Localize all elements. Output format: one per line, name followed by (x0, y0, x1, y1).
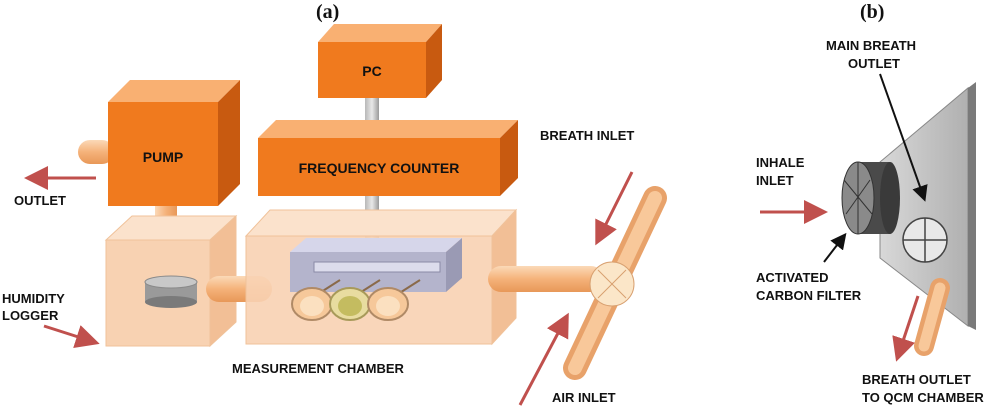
measurement-chamber-label: MEASUREMENT CHAMBER (232, 361, 405, 376)
inhale-inlet-label-1: INHALE (756, 155, 805, 170)
breath-outlet-qcm-label-1: BREATH OUTLET (862, 372, 971, 387)
pump-box: PUMP (108, 80, 240, 206)
humidity-sensor (144, 275, 198, 308)
breath-mask (879, 82, 976, 330)
breath-outlet-qcm-label-2: TO QCM CHAMBER (862, 390, 984, 405)
chamber-valve-tube (488, 266, 604, 292)
panel-a-label: (a) (316, 1, 339, 23)
pc-box: PC (318, 24, 442, 98)
pump-label: PUMP (143, 149, 183, 165)
humidity-inlet-arrow (43, 324, 100, 348)
frequency-counter-box: FREQUENCY COUNTER (258, 120, 518, 196)
three-way-valve (589, 261, 635, 307)
activated-carbon-filter-label-1: ACTIVATED (756, 270, 828, 285)
panel-b-label: (b) (860, 1, 884, 23)
breath-outlet-qcm-arrow (892, 295, 920, 362)
breath-inlet-label: BREATH INLET (540, 128, 634, 143)
air-inlet-label: AIR INLET (552, 390, 616, 405)
pump-outlet-tube (78, 140, 114, 164)
frequency-counter-label: FREQUENCY COUNTER (299, 160, 460, 176)
inhale-inlet-label-2: INLET (756, 173, 794, 188)
outlet-label: OUTLET (14, 193, 66, 208)
qcm-outlet-tube (914, 278, 950, 356)
main-breath-outlet-label-2: OUTLET (848, 56, 900, 71)
main-breath-outlet-pointer (879, 73, 928, 202)
main-breath-outlet-label-1: MAIN BREATH (826, 38, 916, 53)
carbon-filter-pointer (823, 232, 847, 263)
sensor-holder (290, 238, 462, 292)
carbon-filter (841, 161, 900, 235)
qcm-crystal-3 (367, 279, 421, 321)
humidity-logger-label-2: LOGGER (2, 308, 59, 323)
qcm-crystal-2 (329, 279, 381, 321)
humidity-logger-label-1: HUMIDITY (2, 291, 65, 306)
pc-label: PC (362, 63, 381, 79)
breath-inlet-arrow (595, 171, 634, 246)
main-breath-outlet-valve (902, 217, 948, 263)
activated-carbon-filter-label-2: CARBON FILTER (756, 288, 862, 303)
air-inlet-arrow (518, 312, 569, 406)
